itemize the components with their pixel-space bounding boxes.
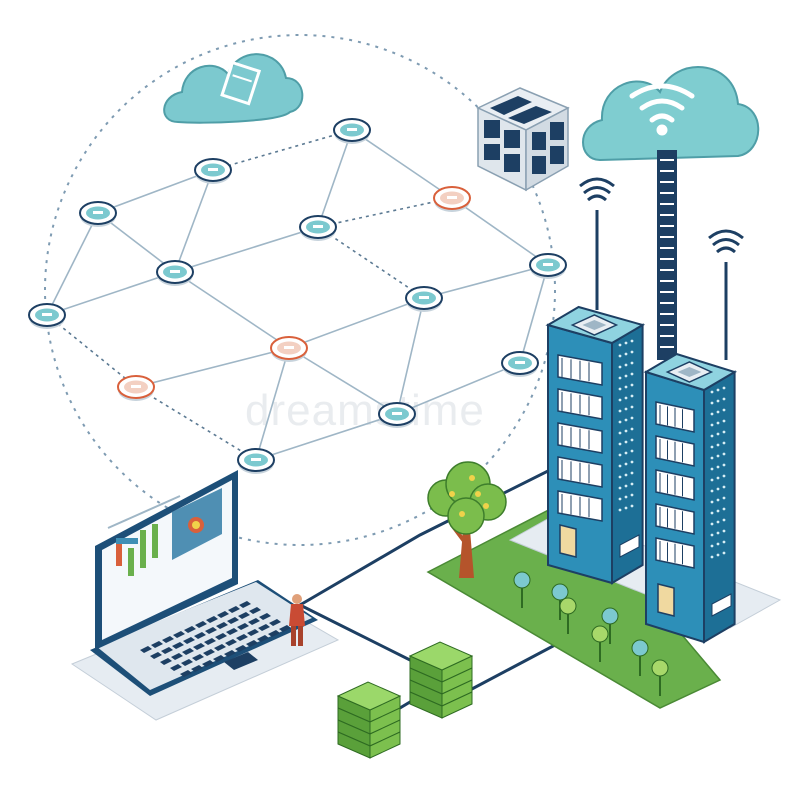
- network-node: [79, 201, 117, 227]
- wireless-signal-icon: [579, 177, 615, 310]
- network-node: [333, 118, 371, 144]
- dollar-pin-icon: [559, 597, 577, 634]
- mesh-link: [317, 197, 453, 228]
- cloud-icon: [582, 66, 760, 162]
- antenna-tower: [657, 150, 677, 360]
- tree-icon: [427, 461, 507, 578]
- mesh-link: [255, 347, 290, 461]
- sapling-icon: [601, 607, 619, 644]
- server-icon: [408, 641, 474, 719]
- dollar-pins: [513, 571, 669, 696]
- cloud-icon: [163, 53, 304, 124]
- wifi-icon: [629, 83, 695, 136]
- mesh-link: [396, 362, 521, 415]
- network-node: [270, 336, 308, 362]
- mesh-link: [317, 226, 425, 299]
- mesh-link: [97, 169, 214, 214]
- mesh-link: [174, 169, 214, 273]
- mesh-link: [451, 197, 549, 266]
- network-node: [378, 402, 416, 428]
- network-node: [433, 186, 471, 212]
- network-mesh: [28, 118, 567, 474]
- server-towers: [545, 305, 738, 644]
- mesh-link: [174, 271, 290, 349]
- network-node: [28, 303, 66, 329]
- mesh-link: [46, 212, 99, 316]
- green-server-stacks: [336, 641, 474, 759]
- network-node: [405, 286, 443, 312]
- sapling-icon: [631, 639, 649, 676]
- network-node: [117, 375, 155, 401]
- dollar-pin-icon: [651, 659, 669, 696]
- mesh-link: [46, 271, 176, 316]
- bar-chart-icon: [116, 524, 158, 576]
- document-icon: [220, 60, 262, 106]
- network-node: [194, 158, 232, 184]
- mesh-link: [46, 314, 137, 388]
- mesh-link: [255, 413, 398, 461]
- network-node: [299, 215, 337, 241]
- mesh-link: [351, 129, 453, 199]
- mesh-link: [212, 129, 353, 171]
- wireless-signal-icon: [708, 229, 744, 360]
- dashed-orbit: [44, 34, 556, 546]
- network-node: [501, 351, 539, 377]
- network-node: [156, 260, 194, 286]
- mesh-link: [423, 264, 549, 299]
- server-icon: [643, 352, 738, 644]
- mesh-link: [519, 264, 549, 364]
- laptop-icon: [70, 470, 340, 721]
- network-node: [529, 253, 567, 279]
- server-icon: [336, 681, 402, 759]
- mesh-link: [317, 129, 353, 228]
- mesh-link: [288, 297, 425, 349]
- network-node: [237, 448, 275, 474]
- mesh-link: [135, 386, 257, 461]
- mesh-link: [288, 347, 398, 415]
- mesh-link: [174, 226, 319, 273]
- dashboard-panel: [107, 488, 222, 560]
- person-icon: [289, 594, 305, 646]
- cube-icon: [476, 87, 570, 192]
- mesh-link: [396, 297, 425, 415]
- mesh-link: [135, 347, 290, 388]
- sapling-icon: [513, 571, 531, 608]
- server-icon: [545, 305, 646, 585]
- dollar-pin-icon: [591, 625, 609, 662]
